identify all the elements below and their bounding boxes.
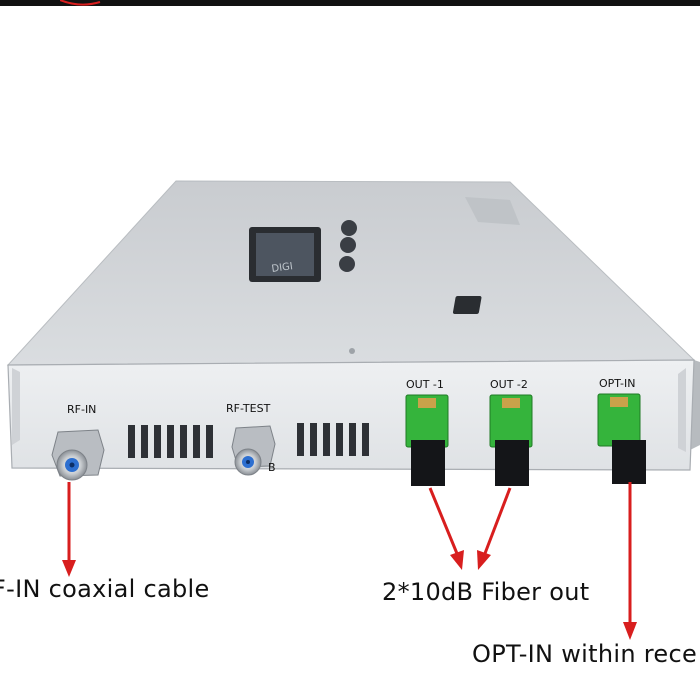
- caption-opt-in: OPT-IN within rece: [472, 640, 698, 668]
- arrow-opt-in: [623, 482, 637, 640]
- vent-slots-right: [297, 423, 369, 456]
- rf-test-mark: B: [268, 461, 276, 474]
- arrow-rf-in: [62, 482, 76, 577]
- rf-test-label: RF-TEST: [226, 402, 271, 415]
- top-label-strip: [465, 197, 520, 225]
- out-1-label: OUT -1: [406, 378, 444, 391]
- rf-in-label: RF-IN: [67, 403, 97, 416]
- device-top-surface: [6, 180, 696, 366]
- out-2-fiber-connector: [489, 394, 533, 486]
- opt-in-label: OPT-IN: [599, 377, 636, 390]
- device-right-edge: [690, 360, 700, 450]
- caption-fiber-out: 2*10dB Fiber out: [382, 578, 590, 606]
- panel-button-1: [341, 220, 357, 236]
- vent-slots-left: [128, 425, 213, 458]
- arrow-out-2: [477, 487, 512, 570]
- out-1-fiber-connector: [405, 394, 449, 486]
- svg-text:DIGI: DIGI: [271, 261, 294, 275]
- rf-test-connector: [231, 425, 276, 476]
- panel-button-2: [340, 237, 356, 253]
- mini-display: [452, 296, 482, 314]
- caption-rf-in: F-IN coaxial cable: [0, 575, 210, 603]
- lcd-screen: [256, 233, 314, 276]
- rf-in-connector: [51, 429, 105, 481]
- arrow-out-1: [428, 487, 464, 570]
- panel-button-3: [339, 256, 355, 272]
- top-black-bar: [0, 0, 700, 6]
- opt-in-fiber-connector: [597, 393, 646, 484]
- out-2-label: OUT -2: [490, 378, 528, 391]
- partial-logo: [60, 0, 101, 6]
